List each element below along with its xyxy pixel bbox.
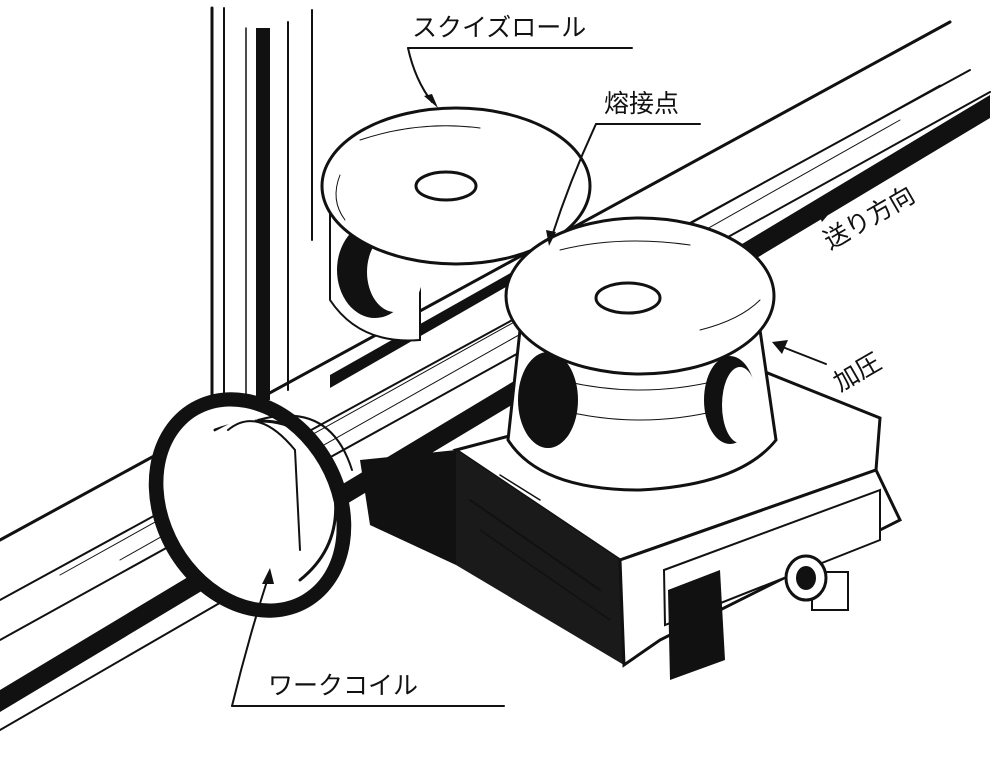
vertical-frame xyxy=(210,6,313,422)
label-work-coil: ワークコイル xyxy=(268,671,418,700)
feed-arrow-icon xyxy=(816,208,832,222)
pressure-arrow xyxy=(772,340,827,365)
feed-direction-arrow xyxy=(759,208,832,239)
squeeze-roll-front xyxy=(504,216,778,492)
label-squeeze-roll: スクイズロール xyxy=(412,13,586,42)
label-weld-point: 熔接点 xyxy=(604,89,679,118)
squeeze-roll-arrow-icon xyxy=(424,94,438,108)
weld-point-arrow-icon xyxy=(546,230,556,246)
work-coil xyxy=(148,392,353,618)
leader-lines xyxy=(231,47,701,707)
label-pressure: 加圧 xyxy=(829,347,887,397)
squeeze-roll-back xyxy=(320,106,592,342)
work-coil-arrow-icon xyxy=(262,568,274,584)
pressure-arrow-icon xyxy=(772,340,788,354)
